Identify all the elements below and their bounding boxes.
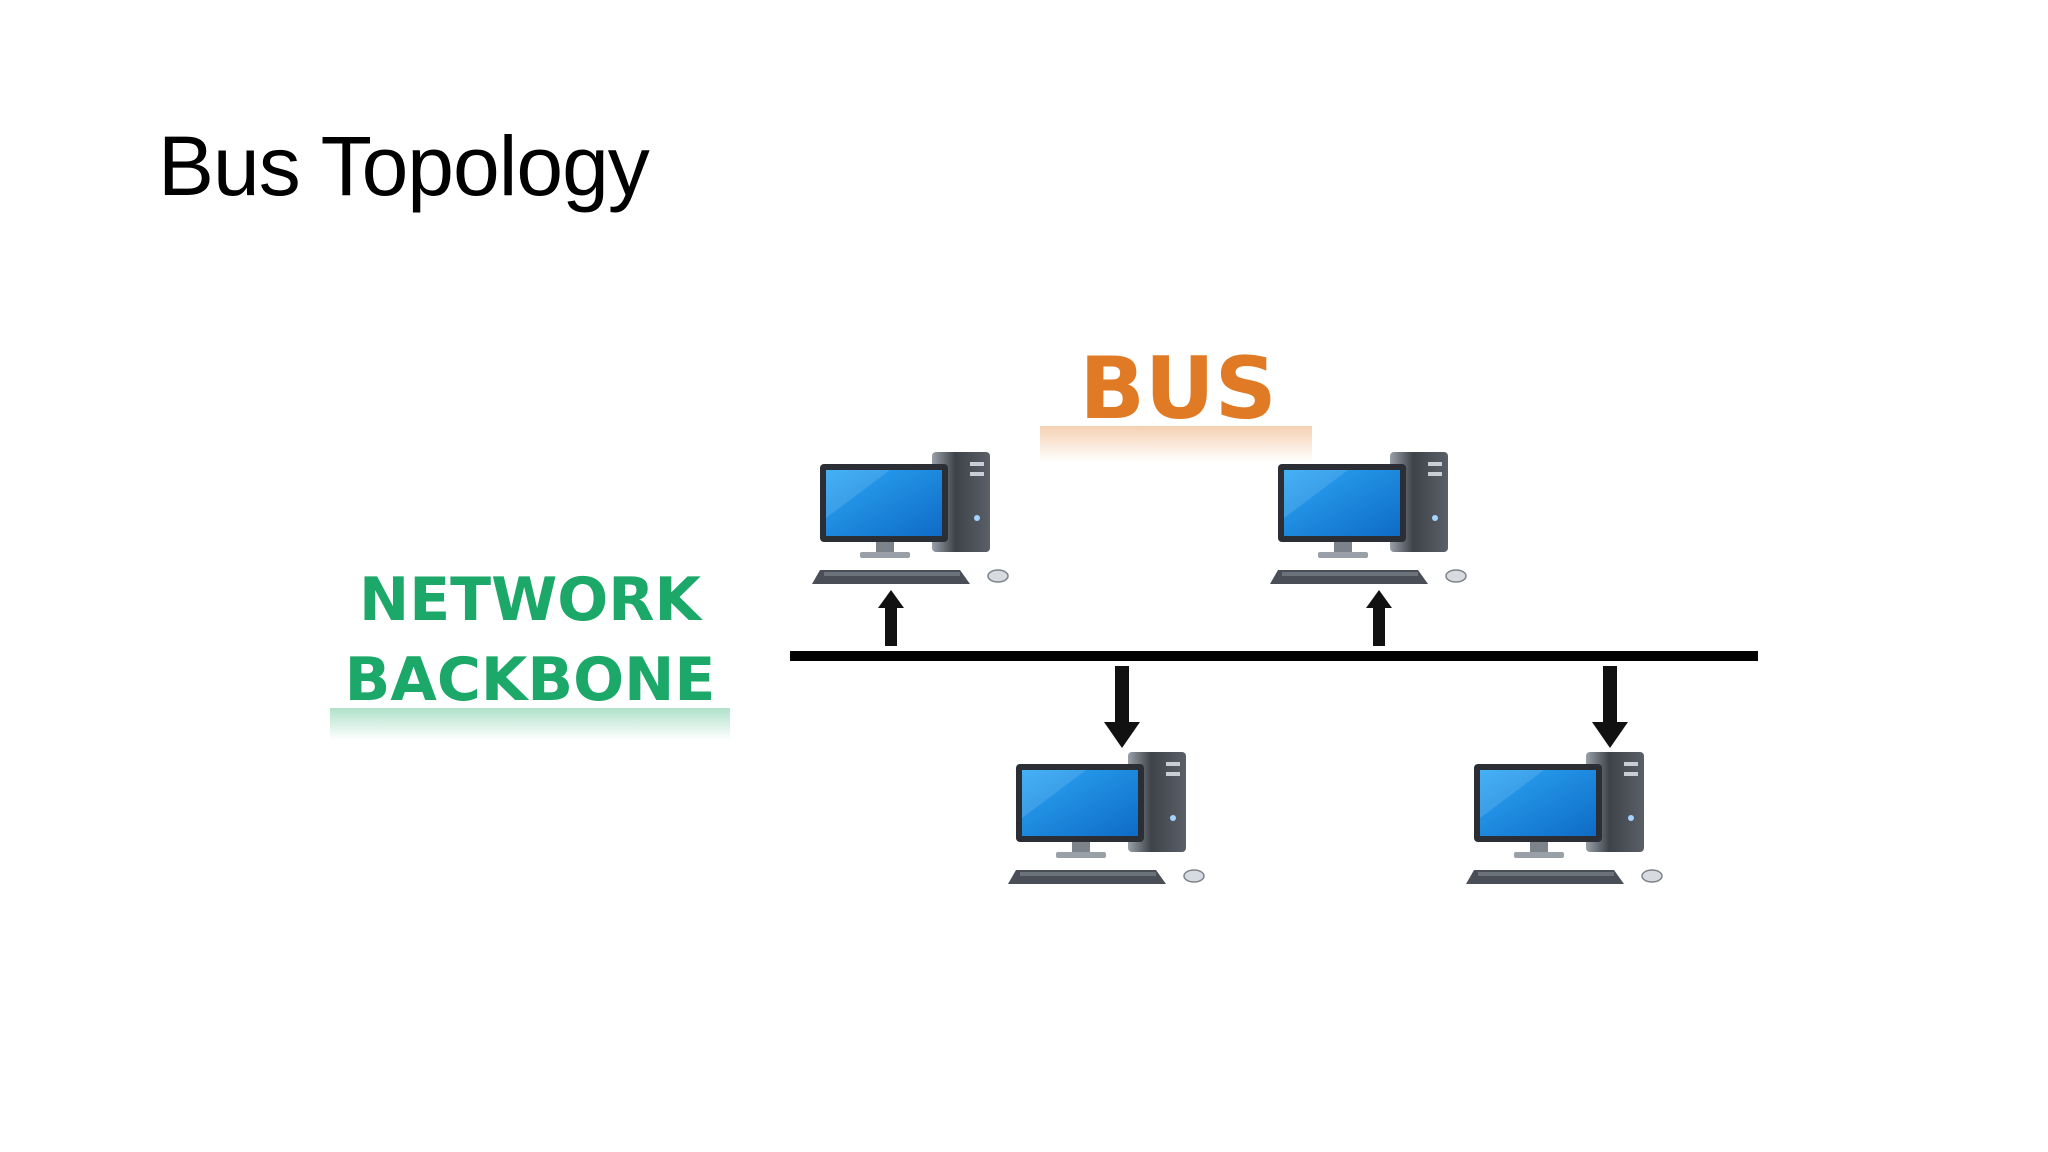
computer-icon-bottom-right: [1465, 751, 1663, 885]
page-title: Bus Topology: [158, 119, 650, 213]
network-backbone-line: [790, 651, 1758, 661]
backbone-label-reflection: [330, 708, 730, 740]
computer-icon-top-left: [811, 451, 1009, 585]
computer-icon-top-right: [1269, 451, 1467, 585]
arrow-down-left: [1104, 666, 1140, 748]
arrow-down-right: [1592, 666, 1628, 748]
backbone-label-line1: NETWORK: [359, 565, 704, 635]
backbone-label-line2: BACKBONE: [345, 645, 716, 715]
bus-label: BUS: [1079, 339, 1276, 439]
arrow-up-right: [1366, 590, 1392, 646]
arrow-up-left: [878, 590, 904, 646]
computer-icon-bottom-left: [1007, 751, 1205, 885]
bus-label-reflection: [1040, 426, 1312, 462]
